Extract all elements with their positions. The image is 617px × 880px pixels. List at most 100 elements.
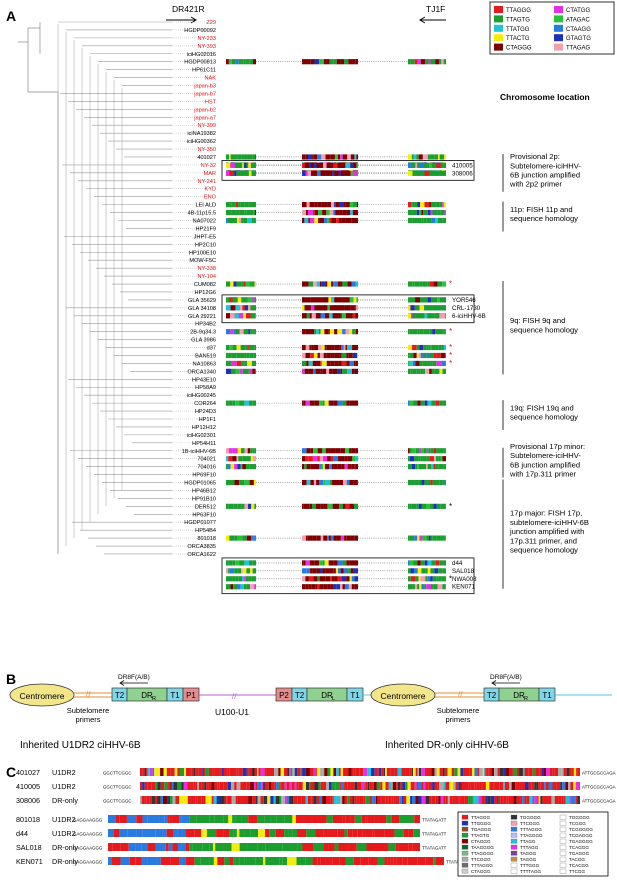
- taxon-label: ENO: [204, 195, 217, 201]
- taxon-label: HGDP00092: [184, 28, 216, 34]
- taxon-label: japan-b3: [193, 84, 216, 90]
- box-track-label: 6-iciHHV-6B: [452, 313, 486, 320]
- u100-label: U100-U1: [215, 707, 249, 717]
- legend-c-swatch: [559, 814, 567, 820]
- legend-swatch: [494, 43, 503, 51]
- taxon-label: HP24D3: [195, 409, 216, 415]
- legend-entry: CTAGGG: [506, 46, 532, 52]
- taxon-label: HP100E10: [189, 250, 216, 256]
- break-mark: //: [232, 692, 237, 701]
- panel-c-track: [140, 768, 580, 776]
- taxon-label: HGDP00813: [184, 60, 216, 66]
- annotation-text: subtelomere-iciHHV-6B: [510, 518, 589, 527]
- taxon-label: ORCA1340: [187, 369, 216, 375]
- box-t2-label: T2: [115, 691, 125, 700]
- taxon-label: 704016: [197, 465, 216, 471]
- repeat-track: [226, 202, 446, 208]
- legend-c-entry: TTTGGG: [520, 863, 540, 868]
- panel-c-row-id: KEN071: [16, 857, 43, 866]
- legend-c-swatch: [461, 826, 469, 832]
- legend-c-swatch: [510, 832, 518, 838]
- annotation-text: 6B junction amplified: [510, 170, 580, 179]
- repeat-track: [226, 360, 446, 367]
- subtelomere-label-right-2: primers: [445, 715, 470, 724]
- primer-left-label: DR421R: [172, 4, 205, 14]
- taxon-label: japan-a7: [193, 115, 216, 121]
- legend-c-swatch: [461, 844, 469, 850]
- box-p1-label: P1: [186, 691, 196, 700]
- legend-c-entry: TTAGGGG: [520, 833, 543, 838]
- legend-c-entry: TCGGGGG: [569, 827, 593, 832]
- repeat-track: [226, 217, 446, 224]
- legend-c-entry: TGGGGG: [520, 815, 541, 820]
- taxon-label: HP63F10: [192, 512, 216, 518]
- taxon-label: HP2C10: [195, 242, 216, 248]
- dr8f-label-right: DR8F(A/B): [490, 674, 522, 681]
- annotation-text: sequence homology: [510, 413, 578, 422]
- taxon-label: CUM082: [194, 282, 216, 288]
- legend-c-entry: TTTAGGG: [471, 863, 493, 868]
- annotation-text: Provisional 17p minor:: [510, 442, 585, 451]
- legend-c-swatch: [461, 832, 469, 838]
- legend-entry: ATAGAC: [566, 17, 590, 23]
- star-marker: *: [449, 280, 452, 289]
- box-t1-right-label: T1: [542, 691, 552, 700]
- taxon-label: BAN519: [195, 353, 216, 359]
- legend-c-swatch: [461, 856, 469, 862]
- taxon-label: NY-233: [198, 36, 216, 42]
- repeat-track: [226, 448, 446, 454]
- annotation-text: Subtelomere-iciHHV-: [510, 451, 581, 460]
- taxon-label: HP21F9: [195, 226, 216, 232]
- panel-c-row-type: U1DR2: [52, 782, 76, 791]
- repeat-track: [226, 329, 446, 335]
- box-track-label: CRL-1730: [452, 305, 481, 312]
- legend-c-swatch: [559, 832, 567, 838]
- legend-entry: CTATGG: [566, 8, 590, 14]
- legend-c-swatch: [559, 856, 567, 862]
- repeat-track: [226, 560, 446, 566]
- panel-label-a: A: [6, 8, 16, 24]
- annotation-text: 9q: FISH 9q and: [510, 316, 565, 325]
- annotation-text: Provisional 2p:: [510, 152, 560, 161]
- taxon-label: NY-350: [198, 147, 216, 153]
- repeat-track: [226, 162, 446, 169]
- legend-swatch: [554, 43, 563, 51]
- box-dr-r-sub: R: [152, 696, 156, 702]
- taxon-label: NY-393: [198, 44, 216, 50]
- panel-c-track: [108, 843, 420, 851]
- annotation-text: with 17p.311 primer: [509, 469, 577, 478]
- taxon-label: NA07022: [193, 219, 216, 225]
- box-t1-right: [538, 687, 556, 702]
- legend-entry: TTAGAG: [566, 46, 591, 52]
- legend-swatch: [554, 24, 563, 32]
- legend-c-swatch: [559, 826, 567, 832]
- panel-c-track: [108, 815, 420, 823]
- taxon-label: HGDP01077: [184, 520, 216, 526]
- break-mark: //: [458, 690, 463, 699]
- box-t1-label: T1: [170, 691, 180, 700]
- dr8f-label-left: DR8F(A/B): [118, 674, 150, 681]
- repeat-track: [226, 170, 446, 176]
- panel-c-left-seq: GGCTTCGGC: [103, 785, 132, 790]
- taxon-label: JHPT-E5: [194, 234, 216, 240]
- star-marker: *: [449, 502, 452, 511]
- repeat-track: [226, 535, 446, 541]
- panel-c-right-seq: ATTGCGCCAGA: [582, 799, 616, 804]
- star-marker: *: [449, 351, 452, 360]
- taxon-label: japan-b2: [193, 107, 216, 113]
- box-p2-label: P2: [279, 691, 289, 700]
- inherited-u1dr2-title: Inherited U1DR2 ciHHV-6B: [20, 740, 141, 751]
- taxon-label: NY-338: [198, 266, 216, 272]
- taxon-label: ORCA3835: [187, 544, 216, 550]
- repeat-track: [226, 568, 446, 574]
- panel-c-left-seq: GAGGAAGGG: [73, 818, 103, 823]
- legend-entry: TTATGG: [506, 27, 530, 33]
- legend-c-swatch: [510, 838, 518, 844]
- panel-c-right-seq: TTATAGATT: [422, 818, 447, 823]
- box-track-label: d44: [452, 560, 463, 567]
- star-marker: *: [449, 359, 452, 368]
- taxon-label: HP43E10: [192, 377, 216, 383]
- taxon-label: d37: [207, 346, 216, 352]
